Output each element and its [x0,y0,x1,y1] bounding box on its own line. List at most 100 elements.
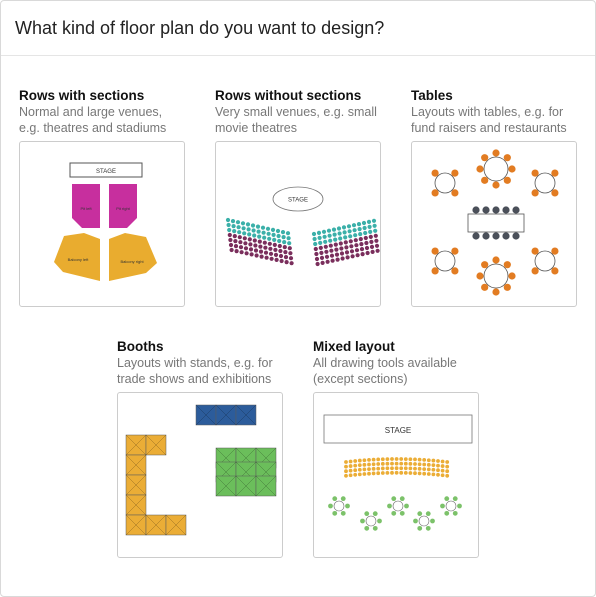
chair [417,525,423,531]
seat [350,254,355,259]
seat [278,248,283,254]
seat [234,249,239,254]
seat [326,228,332,233]
seat [436,472,440,477]
chair [502,206,510,214]
seat [228,237,233,243]
seat [281,235,286,240]
seat [371,471,376,476]
rows-with-sections-preview[interactable]: STAGE Pit left Pit right Balcony left Ba… [19,141,185,307]
seat [240,221,246,226]
seat [366,219,372,224]
seat [262,235,267,240]
chair [503,176,511,184]
tables-preview[interactable] [411,141,577,307]
chair [431,189,439,197]
seat [328,243,333,248]
stage-box [69,162,143,178]
chair [502,232,510,240]
chair [551,247,559,255]
seat [322,234,327,239]
seat [323,239,328,244]
seat [336,226,342,231]
chair [476,165,484,173]
seat [440,464,445,468]
booths-preview[interactable] [117,392,283,558]
seat [313,246,318,252]
seat [265,226,271,231]
seat [345,255,350,260]
seat [343,240,348,245]
seat [319,255,325,260]
seat [380,457,385,462]
seat [283,255,289,260]
booth [145,434,167,456]
chair [508,272,516,280]
option-description-line2: movie theatres [215,121,297,135]
seat [354,248,360,253]
seat [289,261,294,266]
seat [272,242,277,247]
chair [431,169,439,177]
seat [371,462,376,467]
option-mixed-layout[interactable]: Mixed layout All drawing tools available… [313,338,479,387]
option-description-line2: trade shows and exhibitions [117,372,272,386]
seat [255,224,261,229]
seat [263,245,268,250]
option-tables[interactable]: Tables Layouts with tables, e.g. for fun… [411,87,577,136]
round-table [387,496,409,516]
seat [280,230,286,235]
seat [338,241,343,246]
seat [324,254,330,259]
seat [321,229,327,234]
seat [344,250,350,255]
chair [340,496,346,502]
seat [315,261,320,267]
booth [145,514,167,536]
chair [372,525,378,531]
rows-without-sections-preview[interactable]: STAGE [215,141,381,307]
chair [391,496,397,502]
seat [445,460,450,464]
seat [371,466,376,471]
round-table [413,511,435,531]
chair [440,503,445,509]
seat [403,457,408,461]
chair [476,272,484,280]
seat [375,248,380,253]
chair [377,518,382,524]
seat [399,470,404,475]
seat [229,247,234,253]
seat [348,239,353,244]
seat [357,458,362,463]
seat [323,244,328,249]
round-table [360,511,382,531]
option-title: Rows with sections [19,88,145,103]
option-rows-with-sections[interactable]: Rows with sections Normal and large venu… [19,87,185,136]
seat [235,220,241,225]
seat [233,239,238,244]
seat [440,473,445,478]
long-table [467,213,525,233]
seat [270,227,276,232]
chair [492,181,500,189]
seat [266,231,271,236]
mixed-layout-preview[interactable]: STAGE [313,392,479,558]
seat [344,460,348,464]
seat [233,244,239,249]
option-booths[interactable]: Booths Layouts with stands, e.g. for tra… [117,338,283,387]
seat [334,252,340,257]
chair [431,267,439,275]
seat [362,458,367,463]
seat [360,252,365,257]
seat [231,224,236,229]
chair [387,503,392,509]
seat [422,462,427,467]
seat [373,228,378,233]
seat [356,222,362,227]
option-rows-without-sections[interactable]: Rows without sections Very small venues,… [215,87,381,136]
chair [451,247,459,255]
seat [354,243,359,248]
chair [503,261,511,269]
seat [314,256,320,262]
